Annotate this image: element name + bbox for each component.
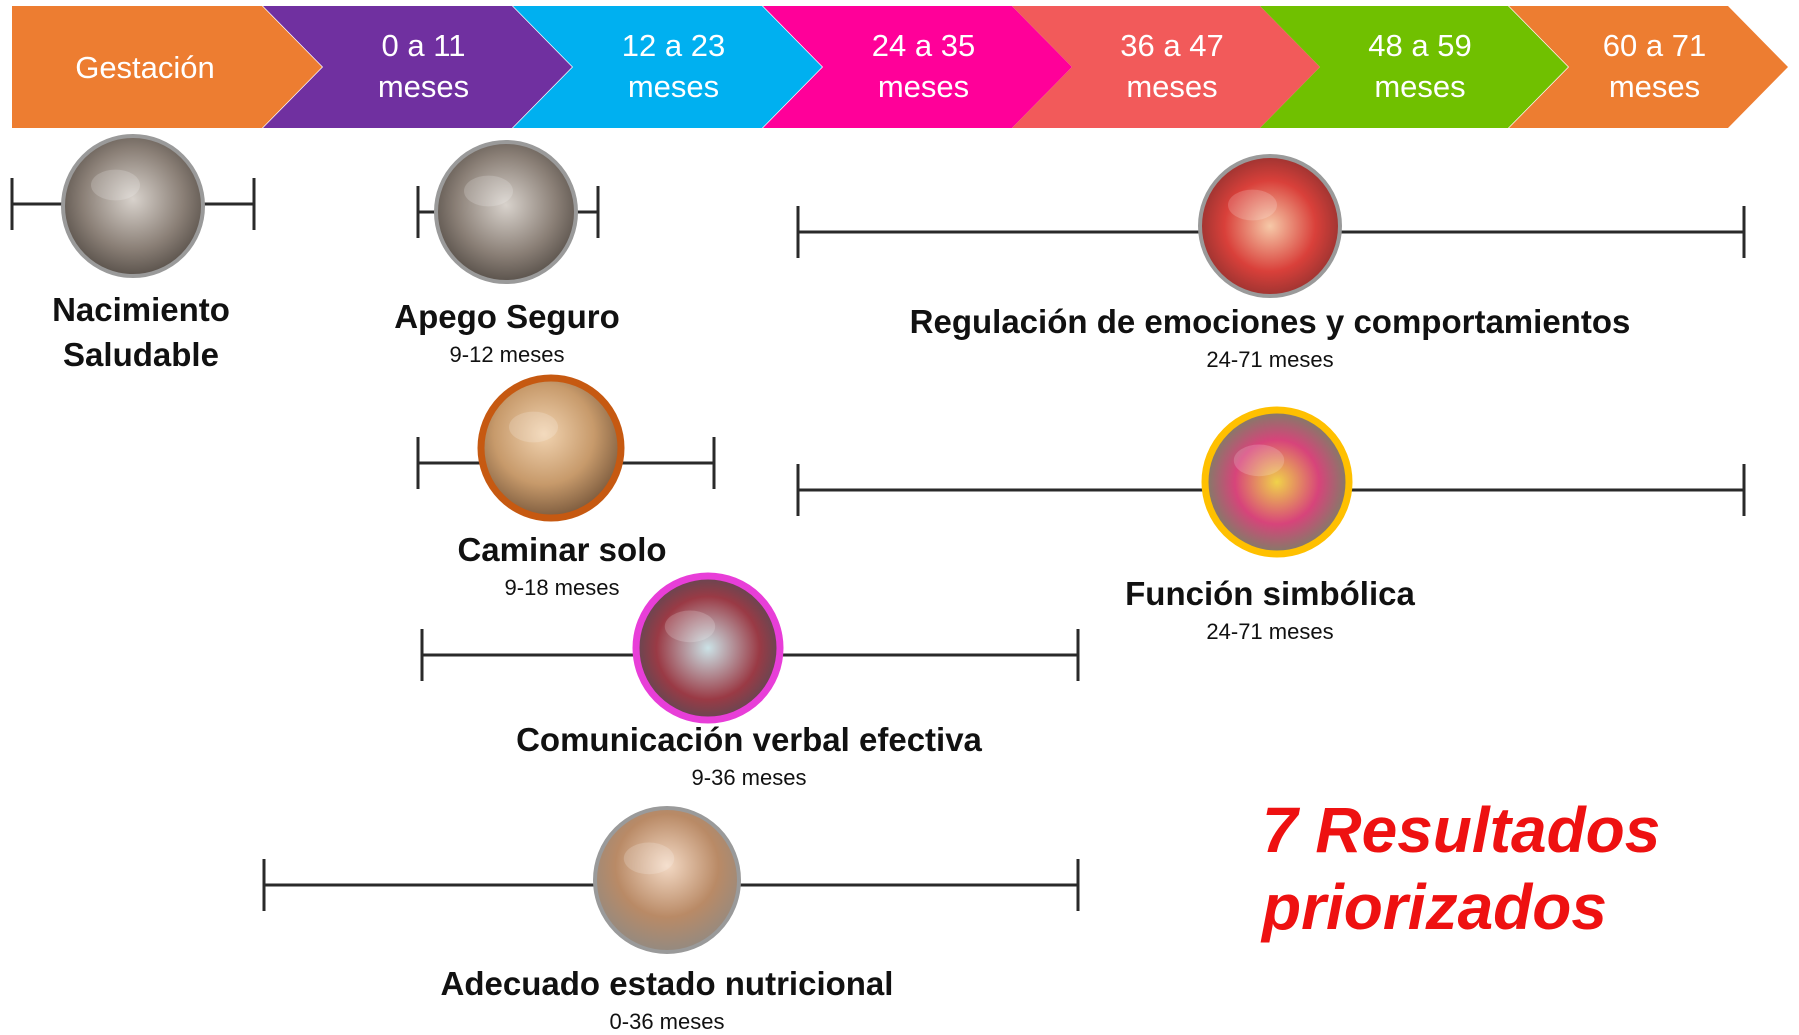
summary-callout: 7 Resultados priorizados bbox=[1262, 792, 1660, 946]
result-label-apego: Apego Seguro 9-12 meses bbox=[394, 295, 620, 368]
stage-chevron-4 bbox=[1012, 6, 1320, 128]
stage-chevron-5 bbox=[1260, 6, 1568, 128]
child-playing-photo bbox=[1201, 406, 1353, 558]
result-range-caminar: 9-18 meses bbox=[504, 574, 620, 600]
children-hugging-photo bbox=[1198, 154, 1342, 298]
stage-chevron-3 bbox=[763, 6, 1072, 128]
stage-chevron-1 bbox=[263, 6, 572, 128]
stage-chevron-2 bbox=[513, 6, 822, 128]
prenatal-checkup-photo bbox=[61, 134, 205, 278]
result-title-simbolica: Función simbólica bbox=[1125, 575, 1415, 612]
child-eating-photo bbox=[593, 806, 741, 954]
result-label-comunicacion: Comunicación verbal efectiva 9-36 meses bbox=[516, 718, 982, 791]
stage-chevron-6 bbox=[1509, 6, 1788, 128]
result-title-caminar: Caminar solo bbox=[457, 531, 667, 568]
adult-child-talking-photo bbox=[632, 572, 784, 724]
result-label-regulacion: Regulación de emociones y comportamiento… bbox=[910, 300, 1631, 373]
result-range-nutricion: 0-36 meses bbox=[609, 1008, 725, 1034]
stage-chevron-0 bbox=[12, 6, 322, 128]
result-label-nacimiento: Nacimiento Saludable bbox=[52, 288, 230, 377]
infant-photo bbox=[434, 140, 578, 284]
result-range-apego: 9-12 meses bbox=[449, 341, 565, 367]
result-range-simbolica: 24-71 meses bbox=[1206, 618, 1334, 644]
result-range-regulacion: 24-71 meses bbox=[1206, 346, 1334, 372]
summary-line-2: priorizados bbox=[1262, 870, 1607, 943]
result-title-regulacion: Regulación de emociones y comportamiento… bbox=[909, 303, 1631, 340]
result-title-nacimiento: Nacimiento Saludable bbox=[52, 291, 230, 373]
toddler-walking-photo bbox=[477, 374, 625, 522]
result-label-caminar: Caminar solo 9-18 meses bbox=[457, 528, 666, 601]
result-title-apego: Apego Seguro bbox=[394, 298, 620, 335]
result-title-comunicacion: Comunicación verbal efectiva bbox=[516, 721, 982, 758]
result-label-simbolica: Función simbólica 24-71 meses bbox=[1125, 572, 1415, 645]
result-title-nutricion: Adecuado estado nutricional bbox=[440, 965, 894, 1002]
result-range-comunicacion: 9-36 meses bbox=[691, 764, 807, 790]
result-label-nutricion: Adecuado estado nutricional 0-36 meses bbox=[441, 962, 894, 1035]
summary-line-1: 7 Resultados bbox=[1262, 794, 1661, 866]
stage-label-0: Gestación bbox=[75, 50, 215, 85]
